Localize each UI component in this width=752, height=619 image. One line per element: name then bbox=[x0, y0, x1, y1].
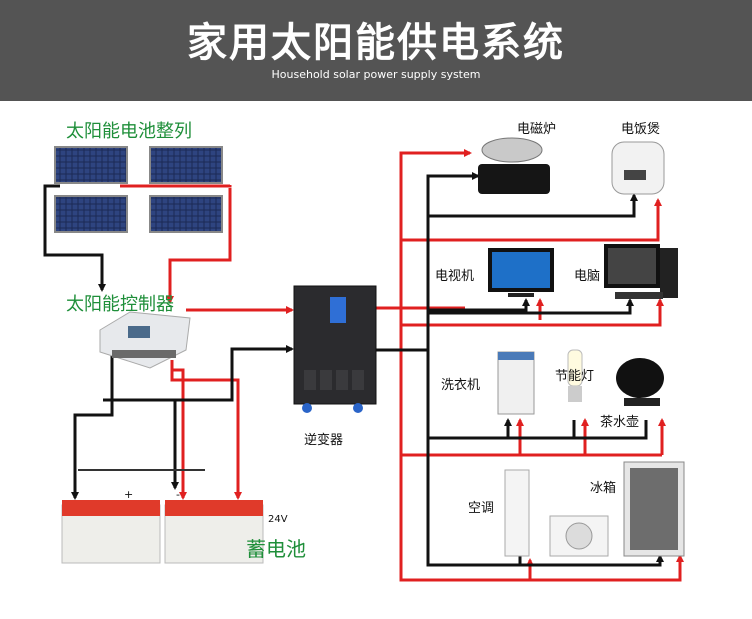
kettle-label: 茶水壶 bbox=[600, 414, 639, 430]
battery-bank: + - bbox=[61, 488, 264, 564]
solar-array-label: 太阳能电池整列 bbox=[66, 121, 192, 142]
ac-icon bbox=[504, 469, 609, 557]
inverter-unit bbox=[293, 285, 377, 413]
fridge-icon bbox=[623, 461, 685, 557]
solar-controller bbox=[99, 311, 191, 369]
header-banner: 家用太阳能供电系统 Household solar power supply s… bbox=[0, 0, 752, 101]
washer-icon bbox=[497, 351, 535, 415]
computer-label: 电脑 bbox=[574, 269, 600, 284]
black-wires bbox=[43, 172, 664, 567]
kettle-icon bbox=[616, 358, 664, 406]
wiring-diagram: + - 太阳能电池整列 太阳能控制 bbox=[43, 121, 685, 582]
inverter-label: 逆变器 bbox=[304, 432, 343, 448]
tv-label: 电视机 bbox=[435, 269, 474, 284]
computer-icon bbox=[604, 244, 678, 299]
lamp-label: 节能灯 bbox=[555, 369, 594, 384]
induction-cooker-label: 电磁炉 bbox=[517, 122, 556, 137]
washer-label: 洗衣机 bbox=[441, 377, 480, 393]
lamp-icon bbox=[567, 349, 583, 402]
battery-label: 蓄电池 bbox=[246, 537, 306, 561]
svg-text:+: + bbox=[124, 488, 133, 501]
voltage-label: 24V bbox=[268, 514, 288, 525]
svg-text:-: - bbox=[176, 488, 180, 501]
solar-panel-array bbox=[54, 146, 223, 233]
rice-cooker-icon bbox=[611, 141, 665, 195]
fridge-label: 冰箱 bbox=[590, 480, 616, 496]
page-subtitle: Household solar power supply system bbox=[271, 68, 481, 81]
page-title: 家用太阳能供电系统 bbox=[187, 20, 565, 66]
ac-label: 空调 bbox=[468, 501, 494, 516]
induction-cooker-icon bbox=[478, 137, 550, 194]
tv-icon bbox=[488, 248, 554, 297]
controller-label: 太阳能控制器 bbox=[66, 294, 174, 315]
rice-cooker-label: 电饭煲 bbox=[621, 121, 660, 137]
